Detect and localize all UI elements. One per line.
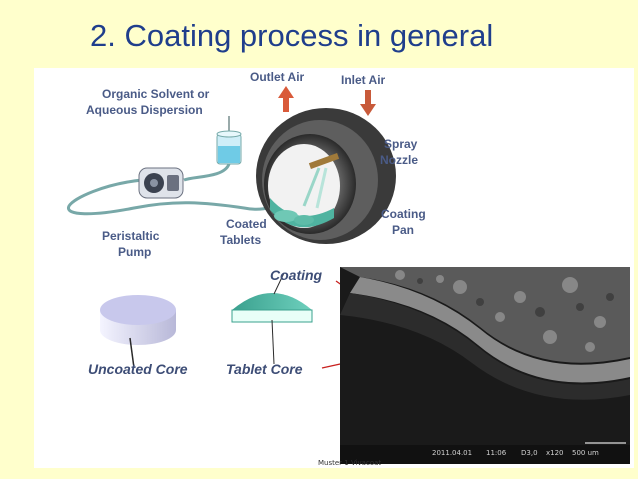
solvent-label-1: Organic Solvent or (102, 87, 210, 101)
solvent-label-2: Aqueous Dispersion (86, 103, 203, 117)
inlet-air-arrow (360, 90, 376, 116)
uncoated-core-label: Uncoated Core (88, 361, 188, 377)
coating-process-diagram: Organic Solvent or Aqueous Dispersion Ou… (67, 70, 519, 377)
sem-micrograph: 2011.04.01 11:06 D3,0 x120 500 um (340, 267, 630, 464)
coating-pan-label-2: Pan (392, 223, 414, 237)
coating-pan-label-1: Coating (381, 207, 426, 221)
spray-label-2: Nozzle (380, 153, 418, 167)
tablet-core-label: Tablet Core (226, 361, 303, 377)
coating-pan-drum-icon (256, 108, 396, 244)
inlet-air-label: Inlet Air (341, 73, 386, 87)
sem-scale: 500 um (572, 449, 599, 457)
coated-tablets-label-2: Tablets (220, 233, 261, 247)
sem-time: 11:06 (486, 449, 507, 457)
sem-magnification: x120 (546, 449, 564, 457)
spray-label-1: Spray (384, 137, 418, 151)
outlet-air-label: Outlet Air (250, 70, 305, 84)
sem-date: 2011.04.01 (432, 449, 472, 457)
slide-title: 2. Coating process in general (90, 18, 494, 53)
uncoated-core-disk-icon (100, 295, 176, 369)
solvent-beaker-icon (216, 116, 242, 165)
outlet-air-arrow (278, 86, 294, 112)
coated-tablets-label-1: Coated (226, 217, 267, 231)
peristaltic-pump-icon (138, 167, 184, 199)
pump-label-1: Peristaltic (102, 229, 160, 243)
sem-mode: D3,0 (521, 449, 538, 457)
sem-caption: Muster 1 Vivacoat (318, 459, 382, 467)
tablet-core-icon (231, 272, 313, 365)
figure-panel: Organic Solvent or Aqueous Dispersion Ou… (34, 68, 634, 468)
coating-label: Coating (270, 267, 323, 283)
pump-label-2: Pump (118, 245, 151, 259)
